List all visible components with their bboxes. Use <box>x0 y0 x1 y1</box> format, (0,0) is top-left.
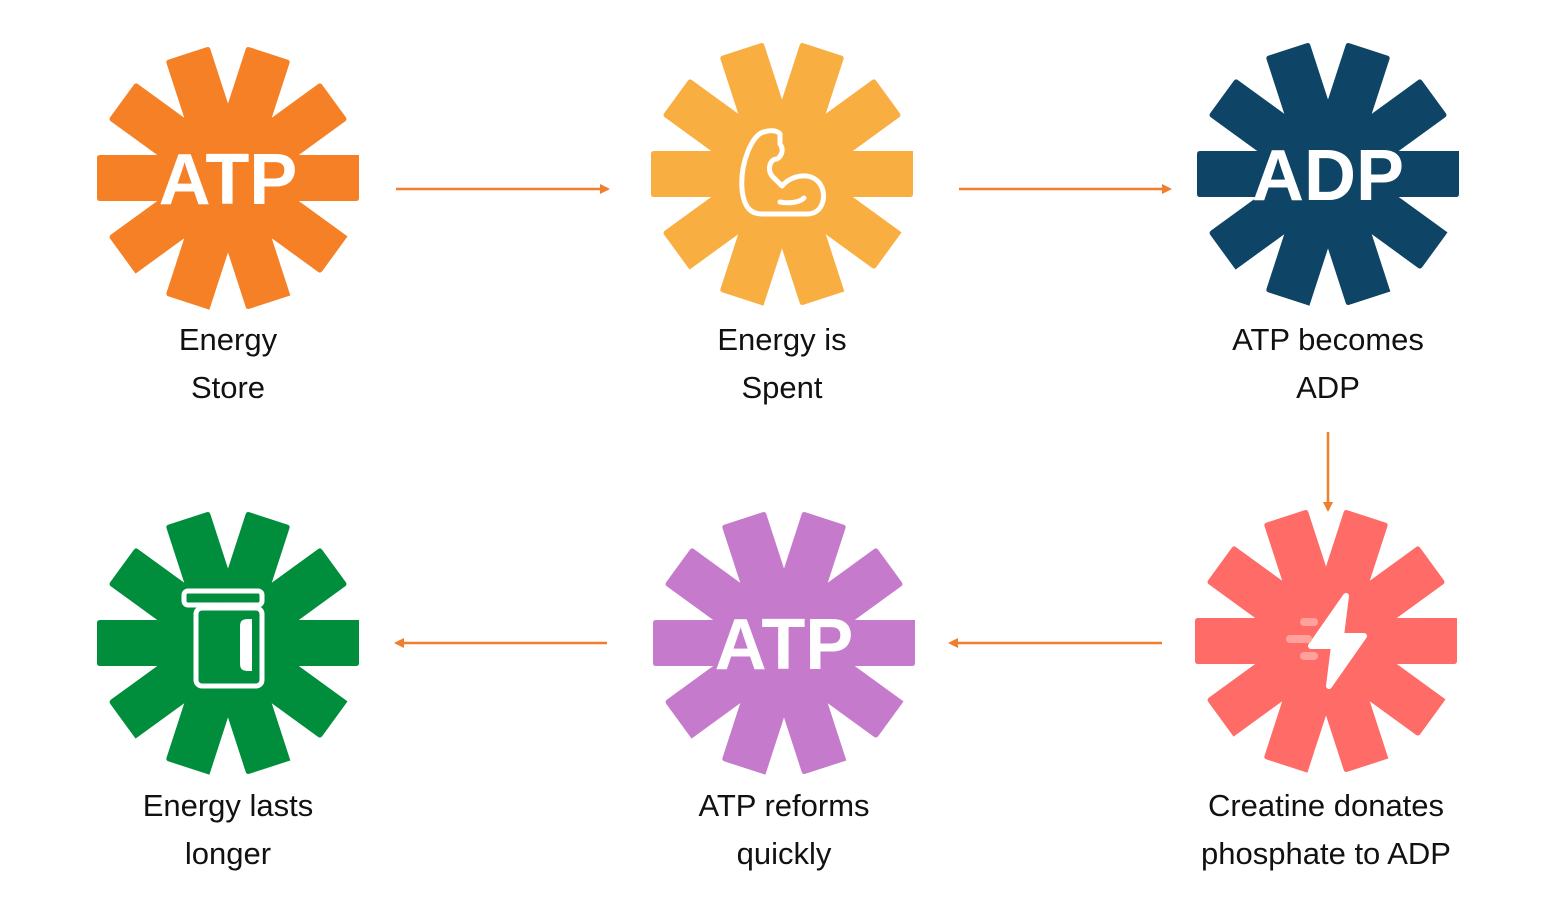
label-line: ATP becomes <box>1232 322 1424 357</box>
label-line: Store <box>190 370 266 405</box>
badge-text: ADP <box>1252 136 1404 216</box>
atp-becomes-adp-node: ADP <box>1197 42 1459 306</box>
badge-text: ATP <box>159 140 298 220</box>
badge-text: ATP <box>715 605 854 685</box>
label-line: longer <box>184 836 272 871</box>
flexed-bicep-icon <box>739 128 826 217</box>
step-label: Energy lasts longer <box>18 782 438 878</box>
lightning-bolt-icon <box>1286 593 1367 689</box>
star-badge <box>653 511 915 775</box>
energy-spent-node <box>651 42 913 306</box>
label-line: Spent <box>741 370 823 405</box>
label-line: Energy lasts <box>142 788 314 823</box>
star-badge <box>1197 42 1459 306</box>
star-badge <box>651 42 913 306</box>
step-label: Creatine donates phosphate to ADP <box>1116 782 1536 878</box>
creatine-donates-node <box>1195 509 1457 773</box>
label-line: Energy <box>178 322 278 357</box>
label-line: ATP reforms <box>698 788 870 823</box>
step-label: ATP reforms quickly <box>574 782 994 878</box>
label-line: Energy is <box>717 322 847 357</box>
label-line: quickly <box>736 836 832 871</box>
label-line: Creatine donates <box>1207 788 1445 823</box>
battery-icon <box>181 588 265 689</box>
star-badge <box>97 46 359 310</box>
label-line: ADP <box>1296 370 1360 405</box>
energy-lasts-node <box>97 511 359 775</box>
atp-reforms-node: ATP <box>653 511 915 775</box>
energy-store-node: ATP <box>97 46 359 310</box>
step-label: Energy is Spent <box>572 316 992 412</box>
label-line: phosphate to ADP <box>1201 836 1451 871</box>
star-badge <box>97 511 359 775</box>
